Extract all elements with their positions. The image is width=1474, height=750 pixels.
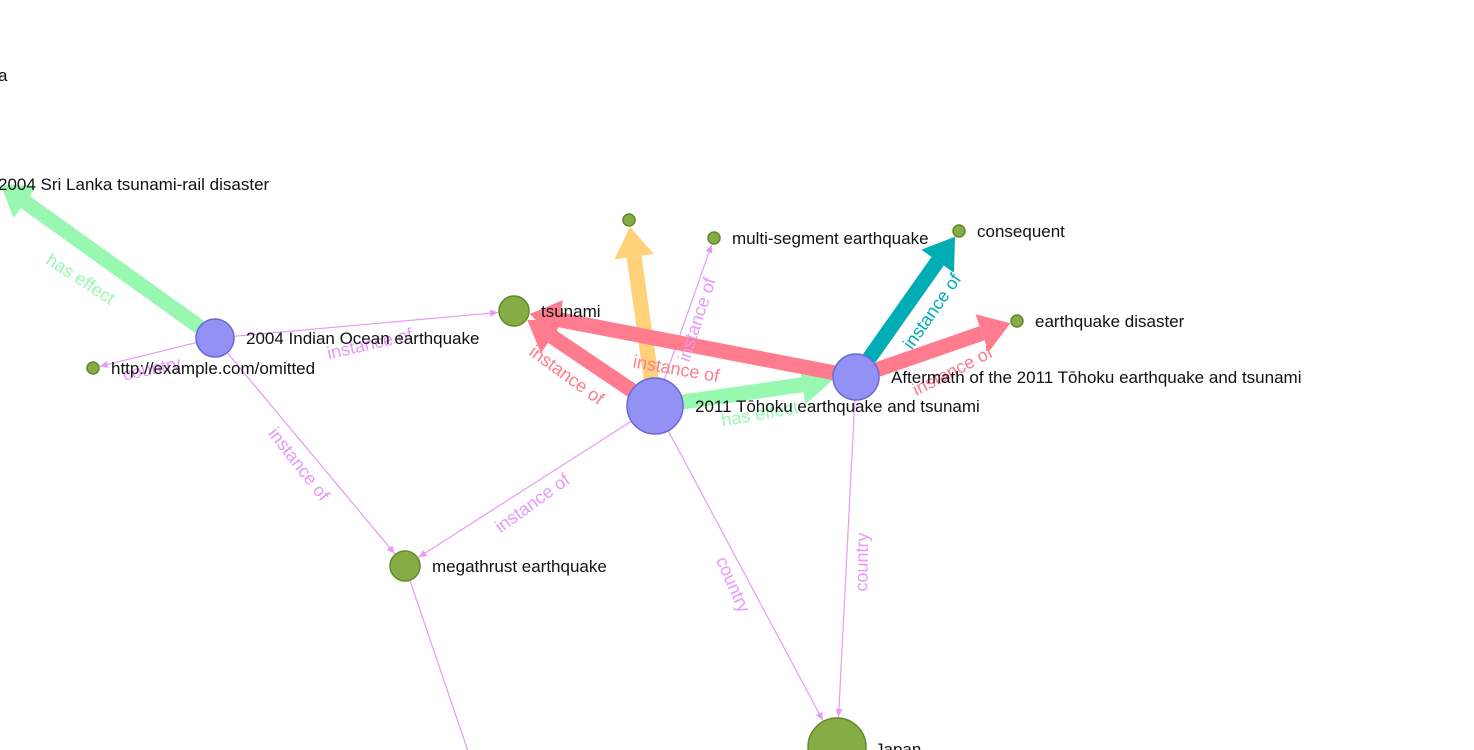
edge-line <box>409 580 469 750</box>
edge-label: instance of <box>264 424 334 506</box>
edge-line <box>233 311 499 337</box>
edge-line <box>667 430 824 721</box>
arrowhead <box>614 226 654 260</box>
arrowhead <box>921 236 955 273</box>
node-label: Aftermath of the 2011 Tōhoku earthquake … <box>891 368 1301 387</box>
edge-line <box>418 420 632 558</box>
node-circle[interactable] <box>626 377 684 435</box>
node-label: earthquake disaster <box>1035 312 1185 331</box>
edge-aftermath-eqdisaster <box>875 314 1011 377</box>
edge-aftermath-tsunami <box>529 300 835 381</box>
arrowhead <box>386 545 395 554</box>
edge-aftermath-consequent <box>863 236 955 363</box>
arrowhead <box>0 184 37 219</box>
node-label: multi-segment earthquake <box>732 229 929 248</box>
node-label: http://example.com/omitted <box>111 359 315 378</box>
edge-line <box>663 244 713 380</box>
node-megathrust[interactable]: megathrust earthquake <box>389 550 607 582</box>
node-japan[interactable]: Japan <box>807 717 921 750</box>
edge-aftermath-japan <box>835 399 856 718</box>
node-circle[interactable] <box>195 318 235 358</box>
arrowhead <box>529 300 563 340</box>
node-aftermath[interactable]: Aftermath of the 2011 Tōhoku earthquake … <box>832 353 1301 401</box>
node-multiseg[interactable]: multi-segment earthquake <box>707 229 929 248</box>
node-circle[interactable] <box>1010 314 1024 328</box>
node-indian[interactable]: 2004 Indian Ocean earthquake <box>195 318 479 358</box>
edge-line <box>863 256 944 363</box>
node-label: Japan <box>875 740 921 750</box>
edge-line <box>626 255 659 380</box>
node-label: 2004 Sri Lanka tsunami-rail disaster <box>0 175 270 194</box>
edges-layer <box>0 184 1011 750</box>
arrowhead <box>705 244 713 254</box>
node-label: 2011 Tōhoku earthquake and tsunami <box>695 397 980 416</box>
node-eqdisaster[interactable]: earthquake disaster <box>1010 312 1185 331</box>
edge-megathrust-offscreen <box>409 580 469 750</box>
node-circle[interactable] <box>707 231 721 245</box>
node-circle[interactable] <box>86 361 100 375</box>
node-circle[interactable] <box>952 224 966 238</box>
arrowhead <box>99 361 109 368</box>
edge-indian-tsunami <box>233 309 499 337</box>
node-circle[interactable] <box>389 550 421 582</box>
node-label: tsunami <box>541 302 601 321</box>
node-circle[interactable] <box>622 213 636 227</box>
edge-line <box>226 352 396 555</box>
node-consequent[interactable]: consequent <box>952 222 1065 241</box>
edge-line <box>875 326 985 377</box>
arrowhead <box>975 314 1011 353</box>
node-label: a <box>0 66 8 85</box>
edge-line <box>99 341 197 367</box>
edge-label: country <box>851 532 872 591</box>
edge-indian-megathrust <box>226 352 396 555</box>
node-a[interactable]: a <box>0 66 8 85</box>
node-circle[interactable] <box>498 295 530 327</box>
arrowhead <box>418 550 428 558</box>
node-label: consequent <box>977 222 1065 241</box>
edge-indian-sri <box>0 184 204 334</box>
node-label: megathrust earthquake <box>432 557 607 576</box>
edge-tohoku-japan <box>667 430 824 721</box>
arrowhead <box>835 708 843 718</box>
edge-tohoku-megathrust <box>418 420 632 558</box>
edge-indian-example <box>99 341 197 368</box>
edge-line <box>20 195 204 334</box>
edge-line <box>681 377 804 410</box>
edge-label: country <box>712 553 754 615</box>
nodes-layer: a 2004 Sri Lanka tsunami-rail disaster 200… <box>0 66 1301 750</box>
node-circle[interactable] <box>832 353 880 401</box>
node-sri[interactable]: 2004 Sri Lanka tsunami-rail disaster <box>0 175 270 194</box>
edge-line <box>547 330 636 397</box>
node-tohoku[interactable]: 2011 Tōhoku earthquake and tsunami <box>626 377 980 435</box>
node-tsunami[interactable]: tsunami <box>498 295 601 327</box>
arrowhead <box>816 711 823 721</box>
edge-tohoku-multiseg <box>663 244 713 380</box>
edge-line <box>837 399 856 718</box>
node-example[interactable]: http://example.com/omitted <box>86 359 315 378</box>
edge-line <box>557 312 835 381</box>
arrowhead <box>489 309 499 317</box>
edge-tohoku-unnamed <box>614 226 659 380</box>
node-label: 2004 Indian Ocean earthquake <box>246 329 479 348</box>
node-circle[interactable] <box>807 717 867 750</box>
node-unnamed[interactable] <box>622 213 636 227</box>
